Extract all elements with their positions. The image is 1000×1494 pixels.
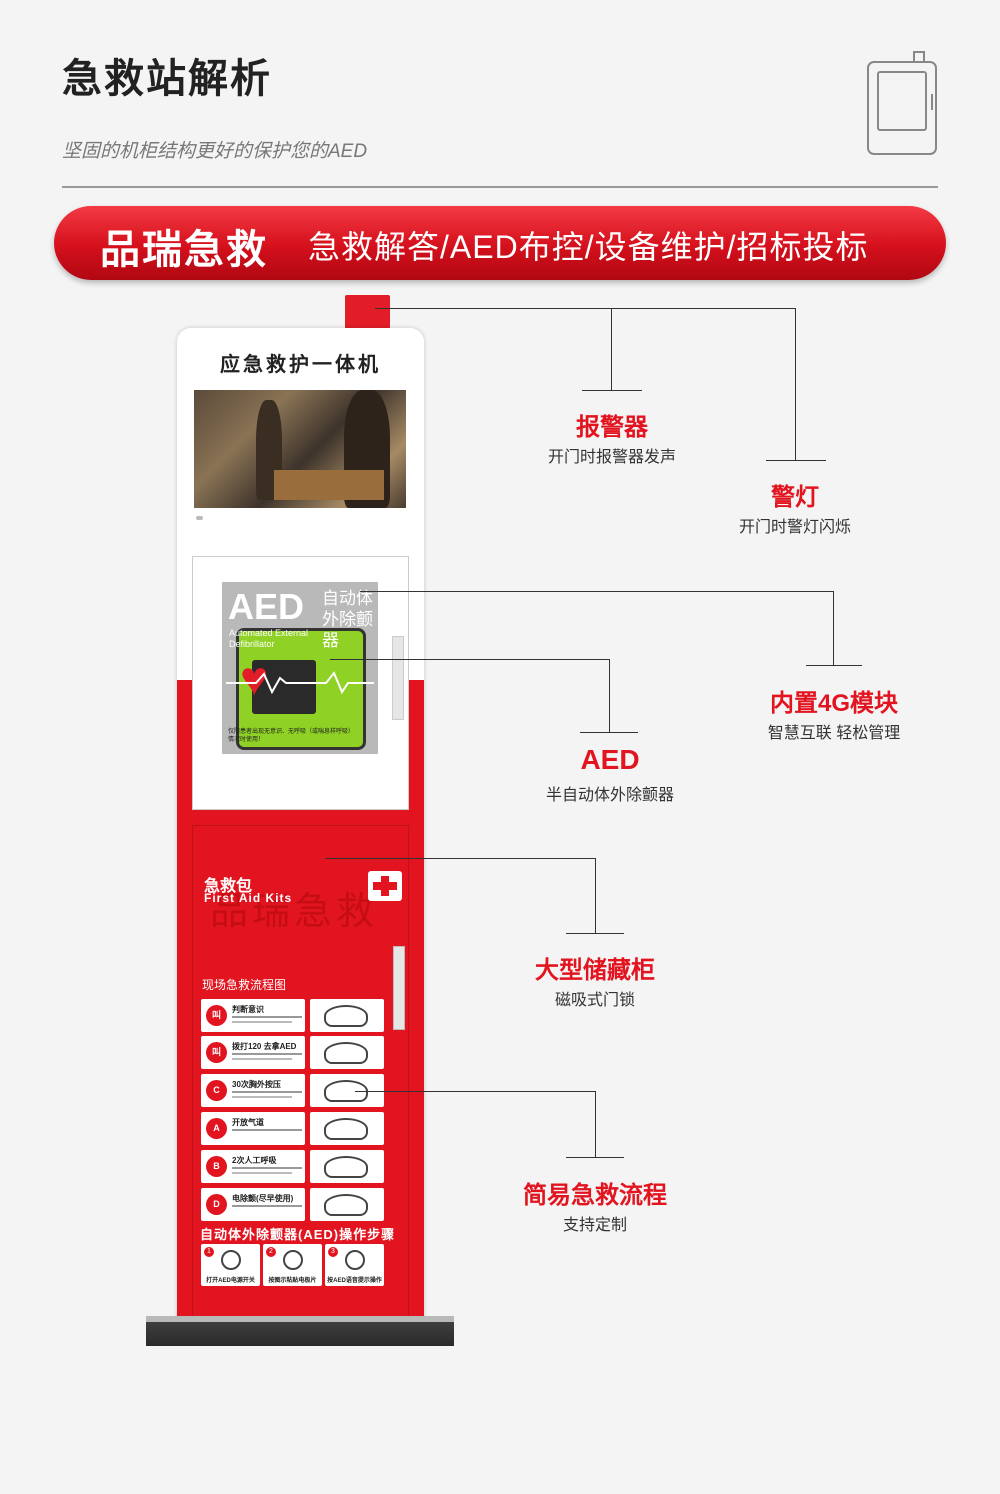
kiosk-display-screen [194,390,406,508]
flow-step-label: 拨打120 去拿AED [232,1042,297,1051]
leader-line [806,665,862,666]
aed-device-screen [252,660,316,714]
flow-step-illustration [310,999,384,1032]
aed-step: 1 打开AED电源开关 [201,1244,260,1286]
brand-banner [54,206,946,280]
flow-step-badge: C [206,1080,227,1101]
banner-services: 急救解答/AED布控/设备维护/招标投标 [308,229,869,265]
flow-step: B 2次人工呼吸 [201,1150,305,1183]
camera-icon [196,516,203,520]
leader-line [580,732,638,733]
flow-step-illustration [310,1036,384,1069]
flow-step-label: 电除颤(尽早使用) [232,1194,294,1203]
callout-storage-desc: 磁吸式门锁 [554,992,635,1009]
aed-step-label: 打开AED电源开关 [206,1278,255,1284]
aed-steps-title: 自动体外除颤器(AED)操作步骤 [200,1227,396,1242]
aed-step-number: 2 [266,1247,276,1257]
flow-step: 叫 拨打120 去拿AED [201,1036,305,1069]
flow-step: D 电除颤(尽早使用) [201,1188,305,1221]
warning-light [345,295,390,329]
leader-line [595,1091,596,1157]
storage-door-handle[interactable] [393,946,405,1030]
leader-line [595,858,596,933]
device-outline-icon [867,51,937,155]
power-button-icon [221,1250,241,1270]
page-subtitle: 坚固的机柜结构更好的保护您的AED [62,141,368,162]
leader-line [330,659,610,660]
leader-line [325,858,596,859]
callout-aed-desc: 半自动体外除颤器 [545,787,674,804]
heart-icon: ♥ [240,653,269,706]
heartbeat-line-icon [226,671,374,695]
flow-step-badge: 叫 [206,1042,227,1063]
aed-step-label: 按AED语音提示操作 [327,1278,382,1284]
aed-step-number: 3 [328,1247,338,1257]
aed-step-number: 1 [204,1247,214,1257]
flow-chart-title: 现场急救流程图 [202,978,287,992]
flow-step-label: 开放气道 [232,1118,264,1127]
flow-step-badge: 叫 [206,1005,227,1026]
flow-step-illustration [310,1150,384,1183]
callout-aed-title: AED [580,744,640,775]
aed-logo: AED [228,586,305,627]
callout-flow-desc: 支持定制 [562,1217,627,1234]
voice-prompt-icon [345,1250,365,1270]
callout-storage-title: 大型储藏柜 [535,957,655,984]
leader-line [355,1091,596,1092]
aed-en-line2: Defibrillator [229,639,275,649]
flow-step-illustration [310,1074,384,1107]
callout-flow-title: 简易急救流程 [523,1182,667,1209]
flow-step-badge: B [206,1156,227,1177]
leader-line [582,390,642,391]
kit-title: 急救包 [204,878,253,895]
flow-step-label: 判断意识 [232,1005,264,1014]
leader-line [766,460,826,461]
leader-line [611,308,612,390]
callout-4g-title: 内置4G模块 [769,690,898,717]
kit-subtitle: First Aid Kits [204,891,293,905]
leader-line [375,308,796,309]
page-title: 急救站解析 [62,57,272,101]
banner-brand: 品瑞急救 [100,228,268,272]
flow-step-illustration [310,1188,384,1221]
flow-step: A 开放气道 [201,1112,305,1145]
aed-en-line1: Automated External [229,628,309,638]
kiosk-name: 应急救护一体机 [220,354,381,376]
flow-step-badge: A [206,1118,227,1139]
aed-en-label: Automated External Defibrillator [229,628,308,650]
callout-alarm-title: 报警器 [576,414,648,441]
flow-step: 叫 判断意识 [201,999,305,1032]
callout-light-title: 警灯 [771,484,819,511]
callout-light-desc: 开门时警灯闪烁 [738,519,851,536]
flow-step-label: 2次人工呼吸 [232,1156,277,1165]
aed-step: 3 按AED语音提示操作 [325,1244,384,1286]
leader-line [833,591,834,665]
header-divider [62,186,938,188]
flow-step-badge: D [206,1194,227,1215]
leader-line [566,1157,624,1158]
leader-line [360,591,834,592]
aed-cabinet-handle[interactable] [392,636,404,720]
callout-4g-desc: 智慧互联 轻松管理 [767,725,901,742]
flow-step: C 30次胸外按压 [201,1074,305,1107]
aed-warning: 仅限患者出现无意识、无呼吸（或喘息样呼吸）情况时使用！ [228,729,355,743]
flow-step-label: 30次胸外按压 [232,1080,281,1089]
leader-line [609,659,610,732]
leader-line [566,933,624,934]
aed-cn-label: 自动体外除颤器 [322,589,373,650]
kit-watermark: 品瑞急救 [210,889,379,933]
aed-step: 2 按图示粘贴电极片 [263,1244,322,1286]
aed-step-label: 按图示粘贴电极片 [268,1278,317,1284]
callout-alarm-desc: 开门时报警器发声 [547,449,676,466]
electrode-pad-icon [283,1250,303,1270]
flow-step-illustration [310,1112,384,1145]
leader-line [795,308,796,460]
